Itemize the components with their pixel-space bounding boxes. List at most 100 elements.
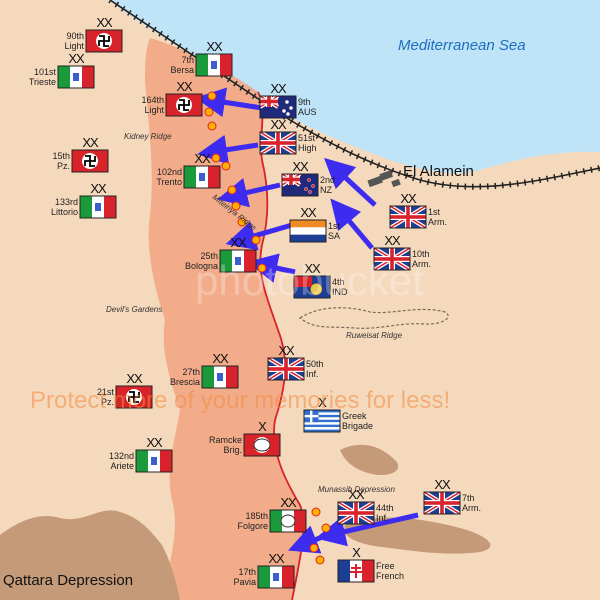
unit-size-marker: XX (68, 51, 85, 66)
unit-size-marker: XX (194, 151, 211, 166)
unit-name-label: Littorio (51, 207, 78, 217)
uk-flag-icon (259, 131, 297, 155)
arrow-1-sa (225, 221, 293, 251)
unit-size-marker: XX (348, 487, 365, 502)
watermark: photobucket Protect more of your memorie… (30, 257, 450, 414)
unit-number-label: 185th (245, 511, 268, 521)
unit-number-label: 9th (298, 97, 311, 107)
unit-size-marker: XX (176, 79, 193, 94)
unit-number-label: 50th (306, 359, 324, 369)
unit-name-label: Brigade (342, 421, 373, 431)
label-sea: Mediterranean Sea (398, 37, 526, 54)
unit-number-label: 10th (412, 249, 430, 259)
unit-size-marker: XX (212, 351, 229, 366)
unit-name-label: Arm. (428, 217, 447, 227)
unit-size-marker: XX (280, 495, 297, 510)
unit-number-label: Free (376, 561, 395, 571)
italy-flag-icon (57, 65, 95, 89)
unit-name-label: NZ (320, 185, 332, 195)
unit-number-label: 7th (181, 55, 194, 65)
label-el-alamein: El Alamein (403, 163, 474, 180)
unit-size-marker: XX (292, 159, 309, 174)
italy-flag-icon (183, 165, 221, 189)
unit-number-label: 7th (462, 493, 475, 503)
germany-flag-icon (71, 149, 109, 173)
unit-name-label: Trento (156, 177, 182, 187)
unit-number-label: 1st (328, 221, 341, 231)
arrow-4-ind (247, 253, 296, 283)
uk-flag-icon (423, 491, 461, 515)
unit-name-label: French (376, 571, 404, 581)
unit-name-label: Folgore (237, 521, 268, 531)
arrow-7-arm (315, 512, 419, 547)
unit-size-marker: XX (96, 15, 113, 30)
arrow-51-high (197, 134, 259, 165)
unit-size-marker: X (258, 419, 267, 434)
unit-name-label: Bologna (185, 261, 218, 271)
italy-flag-icon (79, 195, 117, 219)
italy-para-flag-icon (269, 509, 307, 533)
unit-name-label: Bersa (170, 65, 194, 75)
qattara-depression (0, 510, 180, 600)
ridges (298, 307, 491, 554)
unit-size-marker: XX (82, 135, 99, 150)
unit-number-label: 164th (141, 95, 164, 105)
unit-name-label: Pz. (57, 161, 70, 171)
southafrica-flag-icon (289, 219, 327, 243)
unit-number-label: 4th (332, 277, 345, 287)
unit-name-label: High (298, 143, 317, 153)
unit-name-label: Brescia (170, 377, 200, 387)
label-qattara: Qattara Depression (3, 572, 133, 589)
germany-flag-icon (165, 93, 203, 117)
unit-number-label: 51st (298, 133, 316, 143)
unit-name-label: Ariete (110, 461, 134, 471)
italy-flag-icon (219, 249, 257, 273)
label-devils-gardens: Devil's Gardens (106, 305, 162, 314)
freefrench-flag-icon (337, 559, 375, 583)
unit-number-label: 25th (200, 251, 218, 261)
label-ruweisat-ridge: Ruweisat Ridge (346, 331, 403, 340)
explosion-markers (204, 91, 331, 565)
india-flag-icon (293, 275, 331, 299)
unit-number-label: 133rd (55, 197, 78, 207)
unit-size-marker: XX (126, 371, 143, 386)
arrow-9-aus (195, 87, 263, 118)
unit-number-label: 102nd (157, 167, 182, 177)
unit-size-marker: XX (304, 261, 321, 276)
unit-size-marker: XX (270, 117, 287, 132)
germany-flag-icon (115, 385, 153, 409)
arrow-1-arm (323, 157, 377, 207)
unit-number-label: 15th (52, 151, 70, 161)
unit-name-label: Inf. (376, 513, 389, 523)
arrow-10-arm (330, 198, 374, 250)
unit-size-marker: XX (270, 81, 287, 96)
germany-para-flag-icon (243, 433, 281, 457)
unit-number-label: Greek (342, 411, 367, 421)
unit-name-label: AUS (298, 107, 317, 117)
unit-size-marker: XX (400, 191, 417, 206)
unit-number-label: 27th (182, 367, 200, 377)
unit-number-label: 101st (34, 67, 57, 77)
unit-number-label: Ramcke (209, 435, 242, 445)
label-munassib: Munassib Depression (318, 485, 395, 494)
italy-flag-icon (201, 365, 239, 389)
unit-number-label: 1st (428, 207, 441, 217)
